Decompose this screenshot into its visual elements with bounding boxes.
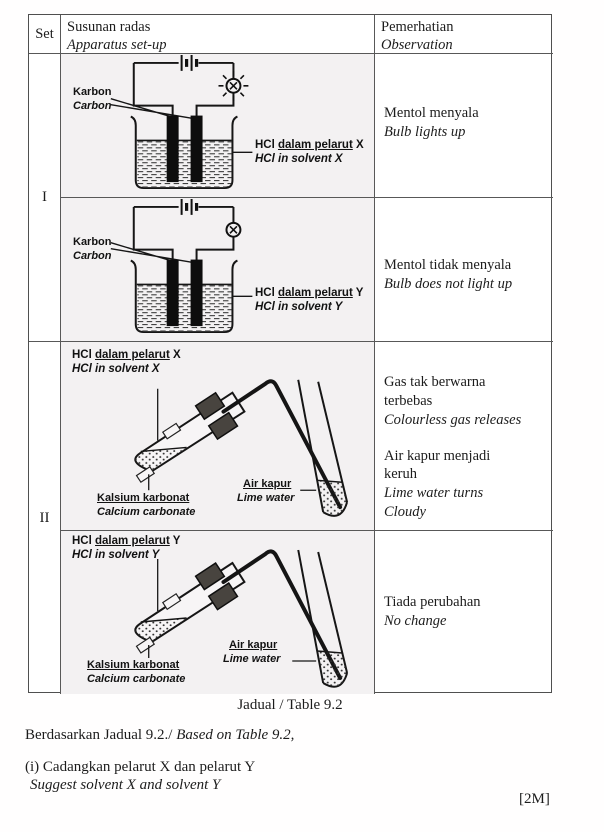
observation-line: Air kapur menjadi [384,447,491,464]
lime-water-label: Air kapur Lime water [223,639,281,665]
observation-line: Gas tak berwarna [384,374,486,390]
solid-label: Kalsium karbonat Calcium carbonate [87,659,186,685]
question-en: Suggest solvent X and solvent Y [30,777,221,793]
observation-ms: Mentol menyala [384,105,479,121]
header-observation: Pemerhatian Observation [375,15,553,54]
header-set-label: Set [35,25,54,42]
observation-line: Cloudy [384,504,426,521]
solid-surface [140,446,187,453]
based-on-ms: Berdasarkan Jadual 9.2./ [25,727,173,743]
based-on-line: Berdasarkan Jadual 9.2./ Based on Table … [25,727,294,744]
diagram-electrolysis-solvent-x: Karbon Carbon HCl dalam pelarut X HCl in… [61,54,375,198]
beaker [130,259,238,334]
observation-en: Bulb does not light up [384,275,513,292]
gas-test-drawing-x [134,379,349,517]
battery-icon [180,198,199,215]
spacer [384,430,549,447]
carbon-electrode-right [190,259,203,327]
lime-water [317,651,348,687]
observation-line: Lime water turns [384,485,484,502]
solid-surface [140,617,187,623]
based-on-en: Based on Table 9.2, [176,727,295,743]
observation-en: No change [384,612,447,629]
observation-line: Colourless gas releases [384,411,522,428]
observation-line: keruh [384,466,418,483]
lime-water [317,480,348,516]
electrolyte-liquid [137,140,232,187]
stopper-icon [135,561,239,654]
observation-set1-b: Mentol tidak menyala Bulb does not light… [375,198,553,342]
observation-set2-b: Tiada perubahan No change [375,531,553,694]
header-observation-ms: Pemerhatian [381,19,454,35]
set-1-label-cell: I [29,54,61,342]
header-observation-en: Observation [381,37,453,54]
delivery-tube [221,379,343,510]
stopper-icon [135,391,239,484]
header-apparatus-en: Apparatus set-up [67,37,167,54]
set-1-label: I [42,189,47,205]
electrolysis-circuit-drawing-y [110,198,253,334]
question-ms: (i) Cadangkan pelarut X dan pelarut Y [25,759,256,775]
set-2-label: II [39,509,50,526]
circuit-wire-right [195,206,235,261]
gas-test-drawing-y [134,549,349,688]
electrode-leader-lines [110,242,194,264]
observation-ms: Mentol tidak menyala [384,257,512,273]
beaker [130,115,238,190]
observation-set2-a: Gas tak berwarna terbebas Colourless gas… [375,342,553,531]
bulb-unlit-icon [225,221,242,238]
electrolysis-circuit-drawing-x [110,54,253,190]
delivery-tube [221,549,343,680]
observation-ms: Tiada perubahan [384,594,481,610]
marks-badge: [2M] [519,791,550,807]
lime-water-surface [317,479,343,483]
electrolyte-liquid [137,284,232,331]
apparatus-observation-table: Set Susunan radas Apparatus set-up Pemer… [28,14,553,694]
observation-line: terbebas [384,392,433,409]
lime-water-surface [317,650,343,654]
solution-label: HCl dalam pelarut X HCl in solvent X [255,139,364,166]
diagram-electrolysis-solvent-y: Karbon Carbon HCl dalam pelarut Y HCl in… [61,198,375,342]
carbon-electrode-right [190,115,203,183]
header-apparatus: Susunan radas Apparatus set-up [61,15,375,54]
lime-water-label: Air kapur Lime water [237,478,295,504]
table-caption: Jadual / Table 9.2 [237,697,343,713]
circuit-wire-left [132,206,174,261]
header-set: Set [29,15,61,54]
battery-icon [180,54,199,71]
solution-label: HCl dalam pelarut X HCl in solvent X [72,349,181,376]
electrode-label: Karbon Carbon [73,86,112,112]
calcium-carbonate-solid [135,447,187,472]
observation-set1-a: Mentol menyala Bulb lights up [375,54,553,198]
solution-label: HCl dalam pelarut Y HCl in solvent Y [72,535,181,562]
header-apparatus-ms: Susunan radas [67,19,151,35]
electrode-label: Karbon Carbon [73,236,112,262]
carbon-electrode-left [166,115,179,183]
electrode-leader-lines [110,98,194,120]
set-2-label-cell: II [29,342,61,694]
observation-en: Bulb lights up [384,123,466,140]
bulb-lit-icon [218,70,249,101]
calcium-carbonate-solid [135,618,187,642]
solution-label: HCl dalam pelarut Y HCl in solvent Y [255,287,364,314]
circuit-wire-left [132,62,174,117]
carbon-electrode-left [166,259,179,327]
solid-label: Kalsium karbonat Calcium carbonate [97,492,196,518]
diagram-caco3-solvent-y: HCl dalam pelarut Y HCl in solvent Y Kal… [61,531,375,694]
diagram-caco3-solvent-x: HCl dalam pelarut X HCl in solvent X Kal… [61,342,375,531]
